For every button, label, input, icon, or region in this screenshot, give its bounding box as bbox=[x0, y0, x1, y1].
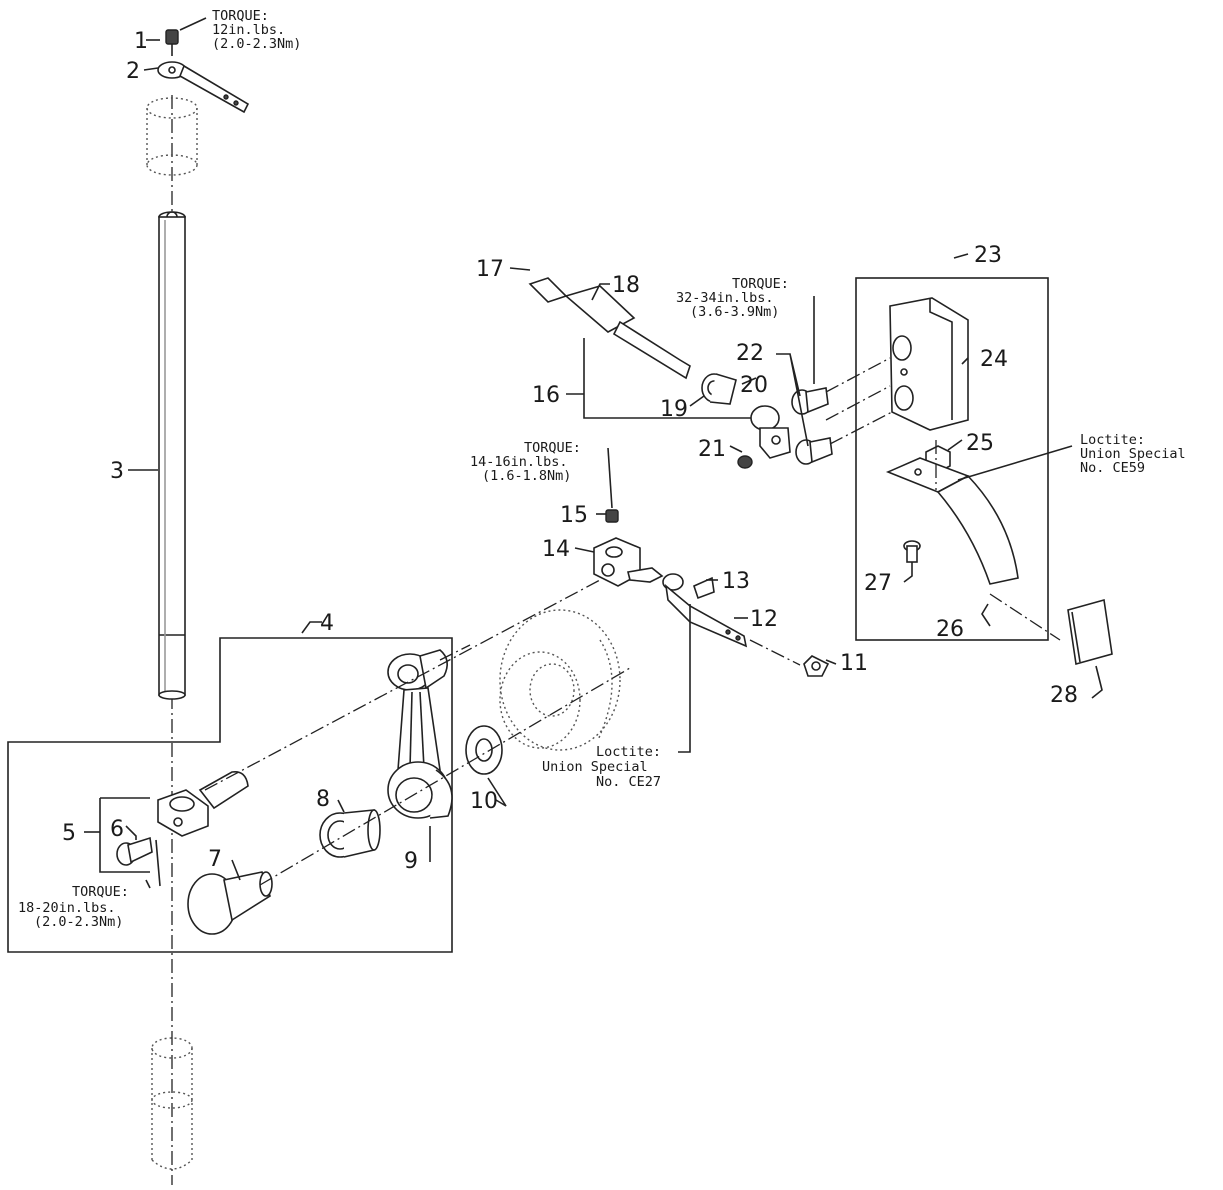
part-23-assembly-box bbox=[855, 277, 1049, 641]
callout-15: 15 bbox=[560, 503, 588, 528]
callout-4: 4 bbox=[320, 611, 334, 636]
torque-mid-line-3: (1.6-1.8Nm) bbox=[482, 468, 571, 484]
callout-24: 24 bbox=[980, 347, 1008, 372]
callout-19: 19 bbox=[660, 397, 688, 422]
assembly-line-f bbox=[825, 385, 891, 421]
part-21-screw bbox=[737, 455, 753, 469]
part-2-crank-arm bbox=[157, 61, 250, 114]
torque-mid-line-1: TORQUE: bbox=[524, 440, 581, 456]
part-26-guard bbox=[885, 457, 1019, 585]
lower-bushing-ghost bbox=[151, 1037, 193, 1170]
assembly-line-e bbox=[825, 357, 891, 393]
part-1-screw bbox=[165, 29, 179, 56]
part-17-shaft bbox=[528, 277, 568, 303]
part-11-nut bbox=[803, 655, 830, 677]
callout-26: 26 bbox=[936, 617, 964, 642]
torque-note-top: TORQUE: 12in.lbs. (2.0-2.3Nm) bbox=[212, 8, 301, 52]
part-24-block bbox=[889, 297, 969, 431]
callout-13: 13 bbox=[722, 569, 750, 594]
callout-2: 2 bbox=[126, 59, 140, 84]
eccentric-ghost bbox=[499, 609, 621, 751]
callout-9: 9 bbox=[404, 849, 418, 874]
callout-16: 16 bbox=[532, 383, 560, 408]
loctite-note-ce27: Loctite: Union Special No. CE27 bbox=[542, 744, 661, 790]
part-22-screw-top bbox=[791, 387, 829, 415]
part-22-screw-bottom bbox=[795, 437, 833, 465]
torque-mid-line-2: 14-16in.lbs. bbox=[470, 454, 568, 470]
torque-top-line-3: (2.0-2.3Nm) bbox=[212, 36, 301, 52]
part-5-bracket-box bbox=[99, 797, 150, 873]
part-10-washer bbox=[465, 725, 503, 775]
callout-7: 7 bbox=[208, 847, 222, 872]
part-18-sleeve bbox=[564, 285, 691, 380]
part-6-screw bbox=[116, 836, 153, 866]
leader-lines bbox=[84, 17, 1103, 889]
part-5-crank-hub bbox=[157, 770, 249, 837]
loctite-ce59-line-3: No. CE59 bbox=[1080, 460, 1145, 476]
loctite-ce59-line-2: Union Special bbox=[1080, 446, 1186, 462]
assembly-line-c bbox=[439, 644, 471, 661]
part-9-connecting-rod bbox=[387, 649, 453, 819]
assembly-line-a bbox=[204, 579, 601, 791]
part-15-screw bbox=[605, 509, 619, 523]
torque-note-right: TORQUE: 32-34in.lbs. (3.6-3.9Nm) bbox=[676, 276, 789, 320]
callout-22: 22 bbox=[736, 341, 764, 366]
callout-28: 28 bbox=[1050, 683, 1078, 708]
torque-right-line-3: (3.6-3.9Nm) bbox=[690, 304, 779, 320]
part-8-bushing bbox=[319, 809, 381, 858]
callout-23: 23 bbox=[974, 243, 1002, 268]
part-27-screw bbox=[903, 540, 921, 563]
callout-8: 8 bbox=[316, 787, 330, 812]
part-4-assembly-box bbox=[7, 637, 453, 953]
torque-note-bottom: TORQUE: 18-20in.lbs. (2.0-2.3Nm) bbox=[18, 884, 129, 930]
torque-note-mid: TORQUE: 14-16in.lbs. (1.6-1.8Nm) bbox=[470, 440, 581, 484]
callout-5: 5 bbox=[62, 821, 76, 846]
torque-bottom-line-3: (2.0-2.3Nm) bbox=[34, 914, 123, 930]
part-16-assembly-box bbox=[583, 338, 770, 419]
callout-3: 3 bbox=[110, 459, 124, 484]
callout-17: 17 bbox=[476, 257, 504, 282]
torque-bottom-line-2: 18-20in.lbs. bbox=[18, 900, 116, 916]
callout-11: 11 bbox=[840, 651, 868, 676]
torque-right-line-2: 32-34in.lbs. bbox=[676, 290, 774, 306]
assembly-line-d bbox=[749, 639, 801, 666]
callout-6: 6 bbox=[110, 817, 124, 842]
callout-1: 1 bbox=[134, 29, 148, 54]
part-13-pin bbox=[693, 576, 715, 600]
part-14-clamp-block bbox=[593, 537, 664, 587]
torque-top-line-1: TORQUE: bbox=[212, 8, 269, 24]
part-3-shaft bbox=[158, 211, 186, 700]
callout-27: 27 bbox=[864, 571, 892, 596]
part-28-plate bbox=[1067, 598, 1113, 666]
assembly-line-i bbox=[989, 593, 1061, 641]
loctite-note-ce59: Loctite: Union Special No. CE59 bbox=[1080, 432, 1186, 476]
loctite-ce27-line-1: Loctite: bbox=[596, 744, 661, 760]
torque-top-line-2: 12in.lbs. bbox=[212, 22, 285, 38]
part-19-collar bbox=[701, 373, 737, 405]
assembly-line-g bbox=[829, 411, 893, 445]
callout-14: 14 bbox=[542, 537, 570, 562]
callout-10: 10 bbox=[470, 789, 498, 814]
torque-right-line-1: TORQUE: bbox=[732, 276, 789, 292]
torque-bottom-line-1: TORQUE: bbox=[72, 884, 129, 900]
loctite-ce27-line-2: Union Special bbox=[542, 759, 648, 775]
loctite-ce27-line-3: No. CE27 bbox=[596, 774, 661, 790]
callout-20: 20 bbox=[740, 373, 768, 398]
loctite-ce59-line-1: Loctite: bbox=[1080, 432, 1145, 448]
upper-bushing-ghost bbox=[146, 97, 198, 176]
part-20-holder bbox=[750, 405, 791, 459]
callout-labels: 1 2 3 4 5 6 7 8 9 10 11 12 13 14 15 16 1… bbox=[62, 29, 1078, 874]
callout-12: 12 bbox=[750, 607, 778, 632]
part-7-crank-pin bbox=[187, 871, 273, 935]
callout-18: 18 bbox=[612, 273, 640, 298]
callout-21: 21 bbox=[698, 437, 726, 462]
callout-25: 25 bbox=[966, 431, 994, 456]
